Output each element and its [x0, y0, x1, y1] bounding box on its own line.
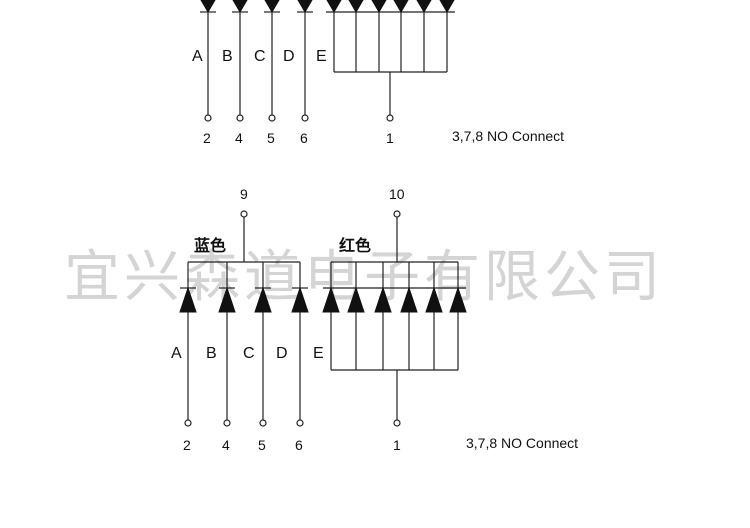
segment-label-d: D — [283, 48, 295, 65]
pin-label: 2 — [203, 130, 211, 146]
red-group-label: 红色 — [339, 236, 371, 255]
common-pin-9-label: 9 — [240, 186, 248, 202]
pin-label: 6 — [300, 130, 308, 146]
pin-label: 5 — [258, 437, 266, 453]
common-pin-label: 1 — [386, 130, 394, 146]
bottom-circuit: 9 10 蓝色 红色 — [171, 186, 578, 453]
common-pin-label: 1 — [393, 437, 401, 453]
pin-label: 6 — [295, 437, 303, 453]
segment-label-e: E — [313, 345, 324, 362]
no-connect-note: 3,7,8 NO Connect — [466, 435, 578, 451]
segment-label-c: C — [243, 345, 255, 362]
watermark-text: 宜兴森道电子有限公司 — [64, 245, 664, 310]
segment-label-d: D — [276, 345, 288, 362]
pin-label: 4 — [235, 130, 243, 146]
blue-group-label: 蓝色 — [194, 236, 226, 255]
top-circuit: A B C D E 2 4 5 6 1 3,7,8 NO Connect — [192, 0, 564, 146]
no-connect-note: 3,7,8 NO Connect — [452, 128, 564, 144]
segment-label-a: A — [192, 48, 203, 65]
segment-label-b: B — [206, 345, 217, 362]
pin-label: 5 — [267, 130, 275, 146]
segment-label-a: A — [171, 345, 182, 362]
segment-label-c: C — [254, 48, 266, 65]
pin-label: 4 — [222, 437, 230, 453]
common-pin-10-label: 10 — [389, 186, 405, 202]
pin-label: 2 — [183, 437, 191, 453]
segment-label-b: B — [222, 48, 233, 65]
segment-label-e: E — [316, 48, 327, 65]
